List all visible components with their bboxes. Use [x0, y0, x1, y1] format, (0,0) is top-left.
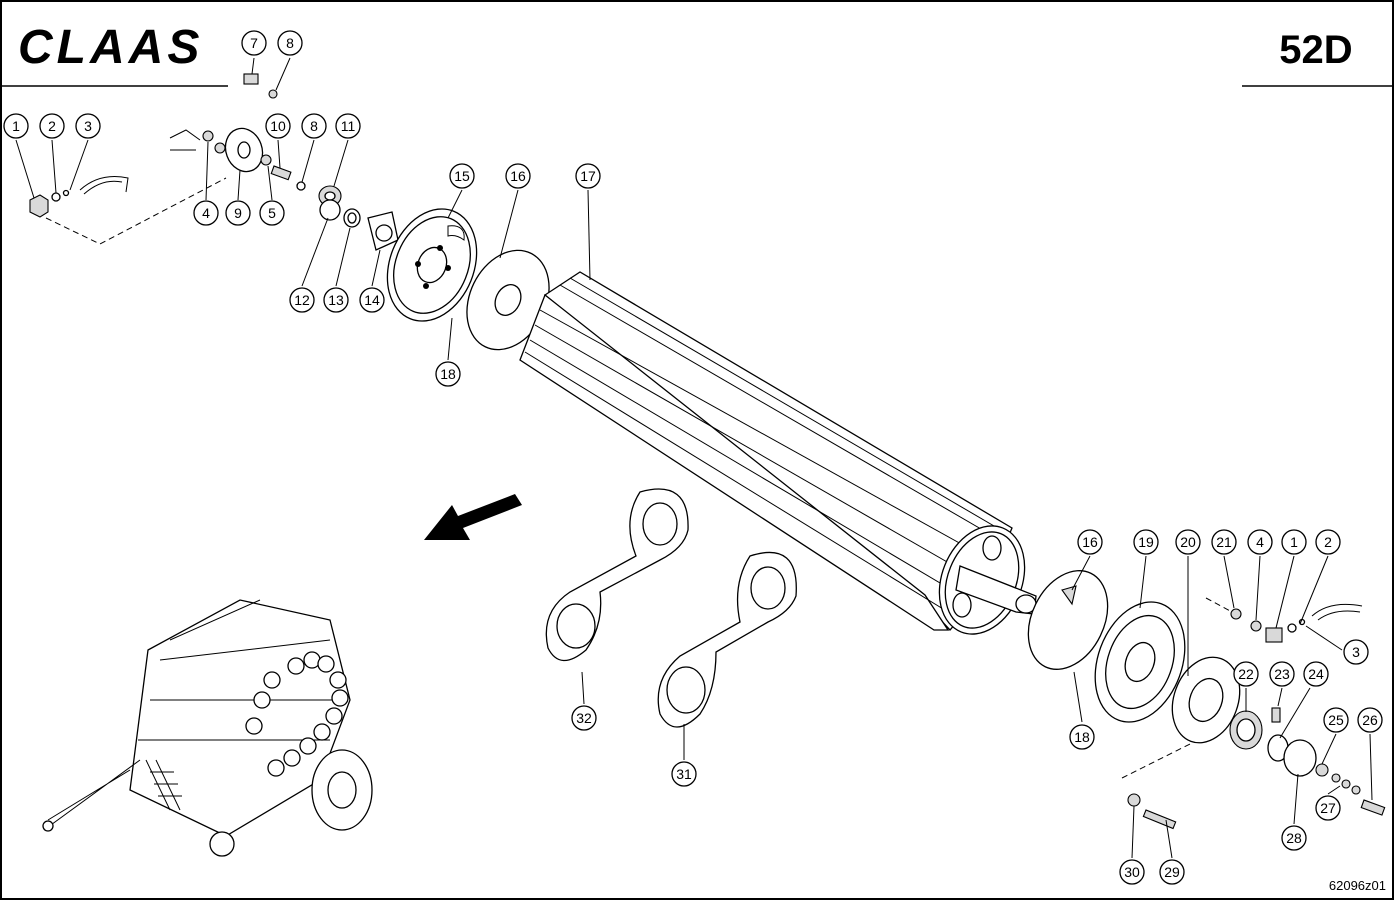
callout-18: 18: [1069, 724, 1095, 750]
svg-text:20: 20: [1180, 534, 1196, 550]
svg-text:12: 12: [294, 292, 310, 308]
callout-9: 9: [225, 200, 251, 226]
callout-25: 25: [1323, 707, 1349, 733]
rollers-stack: [245, 651, 349, 777]
callout-1: 1: [1281, 529, 1307, 555]
svg-text:29: 29: [1164, 864, 1180, 880]
callout-27: 27: [1315, 795, 1341, 821]
svg-text:4: 4: [202, 205, 210, 221]
svg-text:1: 1: [12, 118, 20, 134]
svg-text:26: 26: [1362, 712, 1378, 728]
callout-10: 10: [265, 113, 291, 139]
svg-text:8: 8: [286, 35, 294, 51]
callout-19: 19: [1133, 529, 1159, 555]
svg-text:3: 3: [1352, 644, 1360, 660]
callout-7: 7: [241, 30, 267, 56]
svg-text:11: 11: [341, 118, 356, 134]
svg-text:16: 16: [510, 168, 526, 184]
callout-23: 23: [1269, 661, 1295, 687]
svg-text:3: 3: [84, 118, 92, 134]
callouts: 1 2 3 4 5 7 8 8 9 10 11 12 13 14 15 16 1…: [3, 30, 1383, 885]
svg-text:8: 8: [310, 118, 318, 134]
link-plate-31: [657, 551, 797, 728]
svg-text:2: 2: [1324, 534, 1332, 550]
callout-28: 28: [1281, 825, 1307, 851]
callout-14: 14: [359, 287, 385, 313]
svg-text:28: 28: [1286, 830, 1302, 846]
machine-thumbnail: [42, 599, 373, 857]
left-hardware-group: [29, 73, 399, 251]
callout-8: 8: [277, 30, 303, 56]
svg-text:1: 1: [1290, 534, 1298, 550]
fluted-roller: [519, 271, 1037, 635]
svg-text:25: 25: [1328, 712, 1344, 728]
svg-text:10: 10: [270, 118, 286, 134]
svg-text:24: 24: [1308, 666, 1324, 682]
disc-15: [386, 208, 478, 322]
callout-32: 32: [571, 705, 597, 731]
callout-8: 8: [301, 113, 327, 139]
right-hardware-group: [1027, 570, 1386, 830]
callout-22: 22: [1233, 661, 1259, 687]
svg-text:15: 15: [454, 168, 470, 184]
callout-1: 1: [3, 113, 29, 139]
callout-2: 2: [39, 113, 65, 139]
callout-13: 13: [323, 287, 349, 313]
svg-text:16: 16: [1082, 534, 1098, 550]
link-plate-32: [545, 488, 689, 662]
svg-text:30: 30: [1124, 864, 1140, 880]
svg-text:18: 18: [440, 366, 456, 382]
svg-text:5: 5: [268, 205, 276, 221]
leader-lines: [15, 57, 1373, 859]
callout-31: 31: [671, 761, 697, 787]
callout-12: 12: [289, 287, 315, 313]
callout-4: 4: [193, 200, 219, 226]
drawing-number: 62096z01: [1329, 878, 1386, 893]
svg-text:14: 14: [364, 292, 380, 308]
page-code: 52D: [1279, 28, 1352, 72]
callout-17: 17: [575, 163, 601, 189]
callout-16: 16: [505, 163, 531, 189]
callout-29: 29: [1159, 859, 1185, 885]
callout-11: 11: [335, 113, 361, 139]
svg-text:31: 31: [676, 766, 692, 782]
callout-15: 15: [449, 163, 475, 189]
callout-2: 2: [1315, 529, 1341, 555]
svg-text:23: 23: [1274, 666, 1290, 682]
svg-text:17: 17: [580, 168, 596, 184]
svg-text:21: 21: [1216, 534, 1232, 550]
callout-3: 3: [1343, 639, 1369, 665]
brand-logo: CLAAS: [18, 21, 203, 74]
callout-20: 20: [1175, 529, 1201, 555]
svg-text:2: 2: [48, 118, 56, 134]
callout-24: 24: [1303, 661, 1329, 687]
callout-5: 5: [259, 200, 285, 226]
callout-3: 3: [75, 113, 101, 139]
disc-16-upper: [466, 249, 550, 351]
svg-text:19: 19: [1138, 534, 1154, 550]
svg-text:9: 9: [234, 205, 242, 221]
svg-text:18: 18: [1074, 729, 1090, 745]
callout-30: 30: [1119, 859, 1145, 885]
svg-text:7: 7: [250, 35, 258, 51]
svg-text:22: 22: [1238, 666, 1254, 682]
direction-arrow: [424, 494, 522, 540]
svg-text:27: 27: [1320, 800, 1336, 816]
svg-text:32: 32: [576, 710, 592, 726]
callout-16: 16: [1077, 529, 1103, 555]
callout-26: 26: [1357, 707, 1383, 733]
callout-21: 21: [1211, 529, 1237, 555]
callout-4: 4: [1247, 529, 1273, 555]
callout-18: 18: [435, 361, 461, 387]
svg-text:13: 13: [328, 292, 344, 308]
svg-text:4: 4: [1256, 534, 1264, 550]
